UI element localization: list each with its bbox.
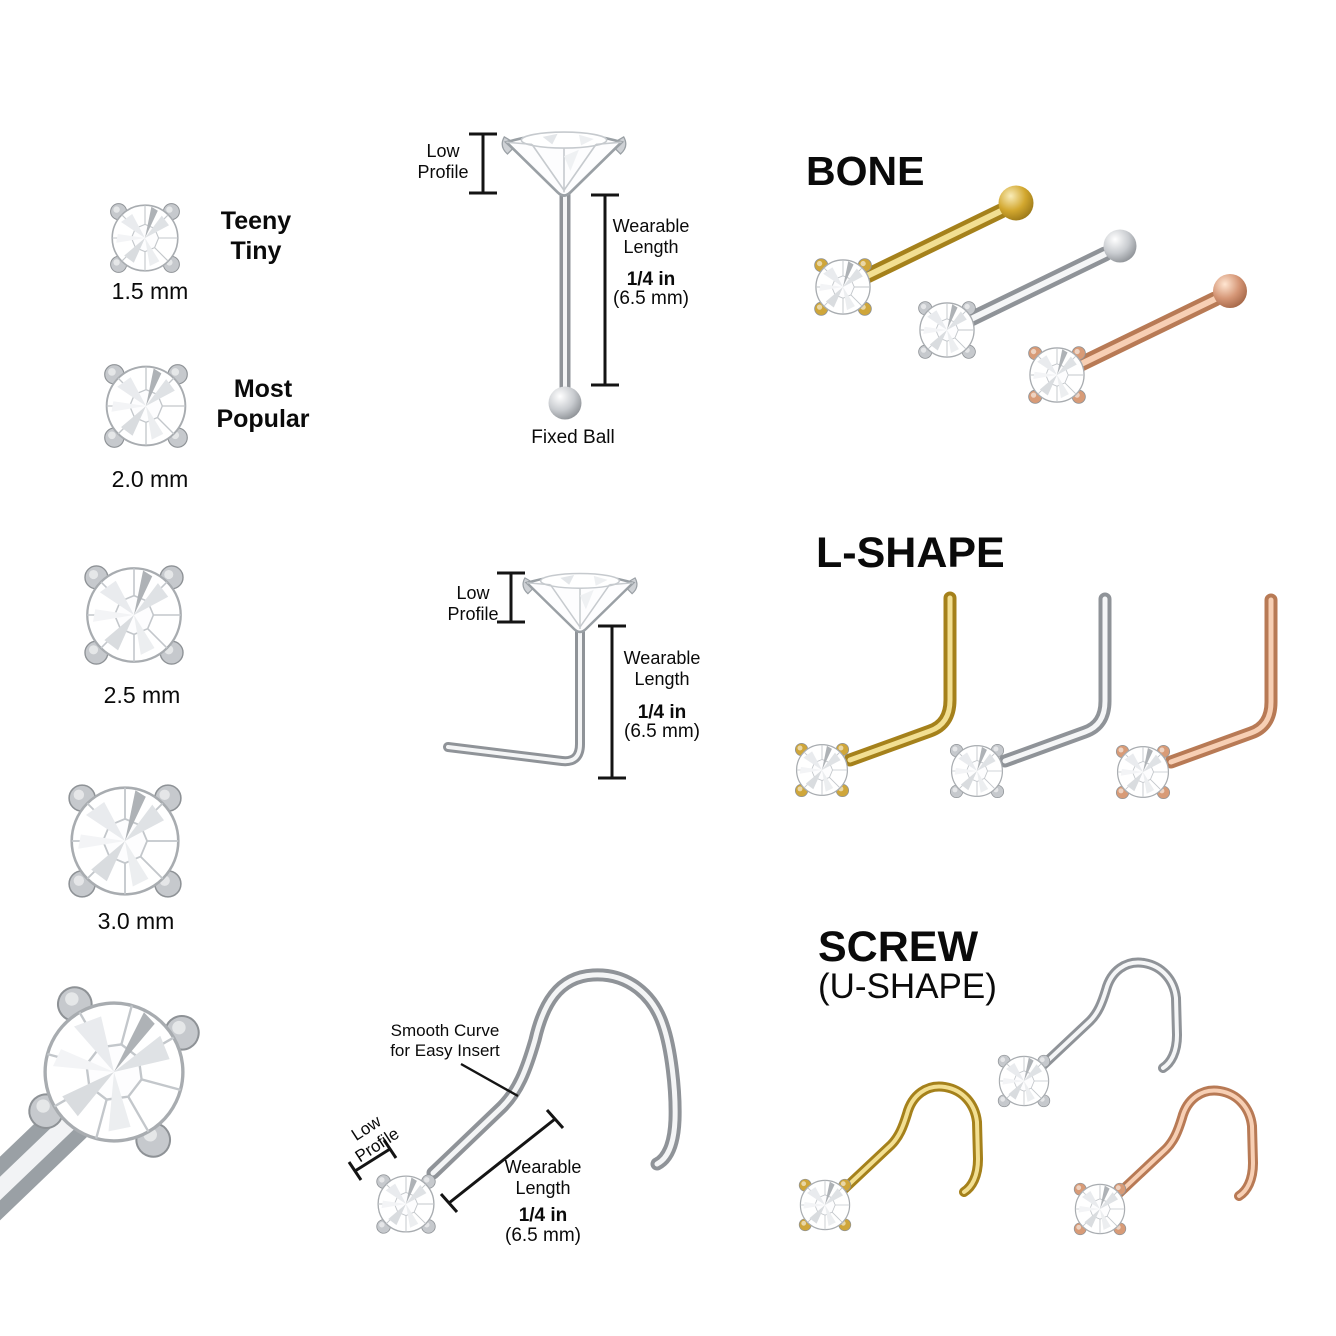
family-title-bone: BONE (806, 148, 925, 194)
diagram-lshape-stud (443, 571, 639, 780)
lshape-stud-row (794, 598, 1271, 800)
bone-stud-row (813, 185, 1247, 405)
size-label-2-5mm: 2.5 mm (103, 682, 181, 708)
lshape-length-mm-label: (6.5 mm) (624, 721, 700, 742)
diagram-bone-stud (469, 130, 628, 420)
fixed-ball-end (548, 386, 582, 420)
wearable-length-bracket (439, 1109, 565, 1213)
gem-closeup (0, 981, 205, 1221)
family-title-lshape: L-SHAPE (816, 529, 1005, 577)
screw-length-mm-label: (6.5 mm) (505, 1225, 581, 1246)
size-label-3-0mm: 3.0 mm (97, 908, 175, 934)
low-profile-bracket (347, 1139, 398, 1181)
bone-length-in-label: 1/4 in (626, 269, 676, 290)
screw-smooth-curve-label: Smooth Curve for Easy Insert (390, 1021, 500, 1061)
family-title-screw: SCREW (818, 923, 979, 971)
bone-stud-rose-gold (1027, 274, 1247, 405)
low-profile-bracket (469, 132, 497, 195)
low-profile-bracket (497, 571, 525, 624)
gem-3-0mm (67, 783, 183, 899)
size-tag-teeny-tiny: Teeny Tiny (220, 207, 292, 265)
bone-wearable-length-label: Wearable Length (612, 216, 690, 258)
bone-low-profile-label: Low Profile (417, 141, 469, 183)
wearable-length-bracket (598, 624, 626, 780)
size-label-1-5mm: 1.5 mm (111, 278, 189, 304)
lshape-length-in-label: 1/4 in (637, 702, 687, 723)
bone-fixed-ball-label: Fixed Ball (531, 427, 615, 448)
bone-stud-silver (917, 229, 1137, 360)
lshape-low-profile-label: Low Profile (447, 583, 499, 625)
lshape-stud-gold (794, 598, 950, 798)
bone-length-mm-label: (6.5 mm) (613, 288, 689, 309)
screw-wearable-length-label: Wearable Length (504, 1157, 582, 1199)
family-subtitle-screw: (U-SHAPE) (818, 967, 997, 1006)
smooth-curve-pointer (460, 1062, 519, 1098)
gem-2-5mm (83, 564, 185, 666)
gem-1-5mm (109, 202, 181, 274)
screw-length-in-label: 1/4 in (518, 1205, 568, 1226)
lshape-stud-rose-gold (1115, 600, 1271, 800)
bone-stud-gold (813, 185, 1034, 317)
screw-stud-gold (798, 1087, 978, 1232)
gem-2-0mm (103, 363, 189, 449)
size-label-2-0mm: 2.0 mm (111, 466, 189, 492)
size-tag-most-popular: Most Popular (216, 375, 310, 433)
size-gem-column (67, 202, 189, 899)
diagram-screw-stud (347, 968, 682, 1234)
screw-stud-rose-gold (1073, 1091, 1253, 1236)
lshape-wearable-length-label: Wearable Length (623, 648, 701, 690)
lshape-stud-silver (949, 599, 1105, 799)
wearable-length-bracket (591, 193, 619, 387)
